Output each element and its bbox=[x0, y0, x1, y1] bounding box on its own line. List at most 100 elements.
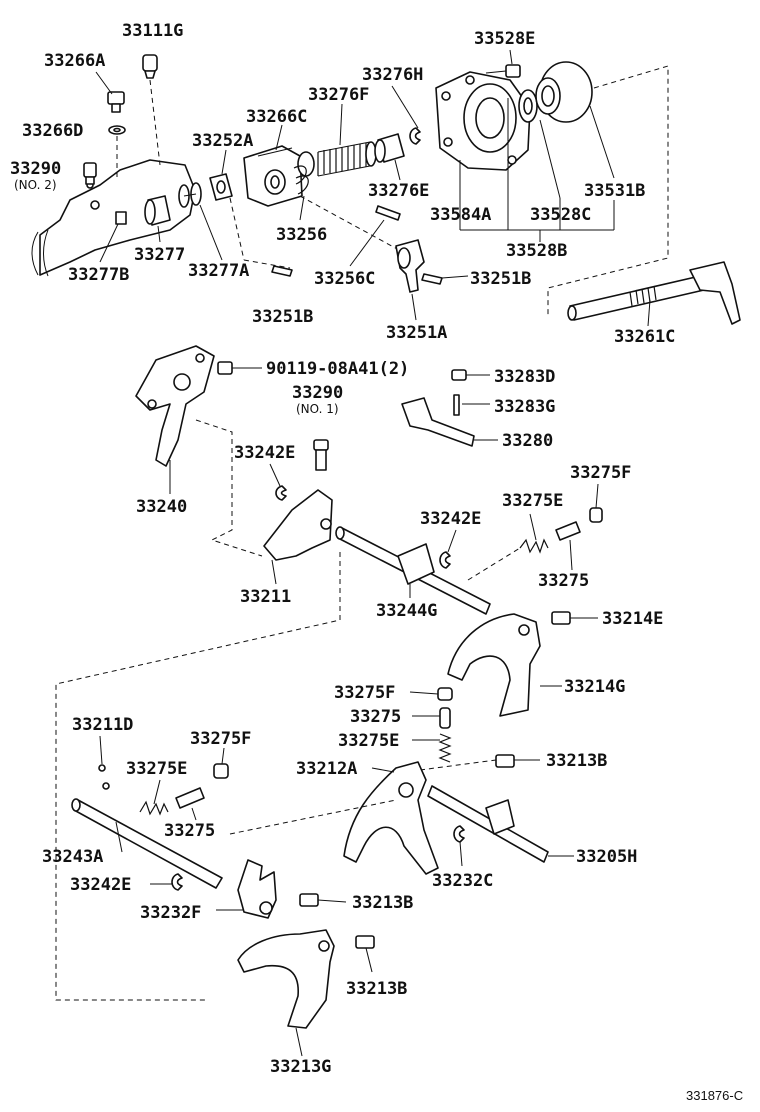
seal-33528C bbox=[518, 89, 561, 199]
clip-33232C bbox=[453, 825, 465, 867]
pin-33283G bbox=[453, 394, 490, 416]
label-33290-no2: 33290 bbox=[10, 159, 61, 179]
lever-33251A bbox=[395, 239, 425, 321]
fork-33213G bbox=[237, 929, 335, 1057]
fork-33214G bbox=[447, 613, 562, 717]
label-33528C: 33528C bbox=[530, 205, 591, 225]
sleeve-33277 bbox=[144, 195, 171, 243]
block-33266C bbox=[243, 124, 303, 207]
head-33211 bbox=[263, 489, 333, 585]
label-33528E: 33528E bbox=[474, 29, 535, 49]
shaft-33243A bbox=[71, 798, 223, 889]
plug-33283D bbox=[451, 369, 490, 381]
label-33213B-top: 33213B bbox=[546, 751, 607, 771]
fork-33212A bbox=[343, 761, 439, 875]
label-33531B: 33531B bbox=[584, 181, 645, 201]
label-33275-mid: 33275 bbox=[350, 707, 401, 727]
label-33212A: 33212A bbox=[296, 759, 357, 779]
pin-33275-b bbox=[412, 707, 451, 729]
label-90119: 90119-08A41(2) bbox=[266, 359, 409, 379]
bolt-90119 bbox=[217, 361, 262, 375]
label-33211: 33211 bbox=[240, 587, 291, 607]
spring-33275E-c bbox=[139, 779, 169, 816]
label-33275E-mid: 33275E bbox=[338, 731, 399, 751]
bolt-33213B-b bbox=[299, 893, 347, 907]
pin-33251B-b bbox=[271, 265, 293, 277]
clip-33276H bbox=[391, 85, 421, 145]
label-33275F-mid: 33275F bbox=[334, 683, 395, 703]
label-33242E-top: 33242E bbox=[234, 443, 295, 463]
label-33256: 33256 bbox=[276, 225, 327, 245]
pin-33275-a bbox=[555, 521, 581, 571]
label-33276E: 33276E bbox=[368, 181, 429, 201]
clip-33277B bbox=[99, 211, 127, 263]
reference-code: 331876-C bbox=[686, 1088, 743, 1103]
shaft-33205H bbox=[427, 785, 574, 863]
label-33213B-mid: 33213B bbox=[352, 893, 413, 913]
label-33243A: 33243A bbox=[42, 847, 103, 867]
head-33232F bbox=[216, 859, 277, 919]
label-33242E-bottom: 33242E bbox=[70, 875, 131, 895]
label-33251B-right: 33251B bbox=[470, 269, 531, 289]
spring-33256 bbox=[293, 165, 309, 221]
label-33213G: 33213G bbox=[270, 1057, 331, 1077]
label-33277B: 33277B bbox=[68, 265, 129, 285]
pin-33275-c bbox=[175, 787, 205, 821]
label-33275E-bottom: 33275E bbox=[126, 759, 187, 779]
label-33242E-mid: 33242E bbox=[420, 509, 481, 529]
label-33251A: 33251A bbox=[386, 323, 447, 343]
label-33276F: 33276F bbox=[308, 85, 369, 105]
label-33211D: 33211D bbox=[72, 715, 133, 735]
bolt-33528E bbox=[485, 49, 521, 78]
label-33266D: 33266D bbox=[22, 121, 83, 141]
label-33266C: 33266C bbox=[246, 107, 307, 127]
clip-33242E-c bbox=[150, 873, 183, 891]
label-33111G: 33111G bbox=[122, 21, 183, 41]
plug-33290-no2 bbox=[83, 162, 97, 185]
plug-33111G bbox=[142, 54, 161, 166]
plug-33290-no1 bbox=[313, 439, 329, 471]
bearing-33531B bbox=[535, 61, 615, 179]
label-33275F-top: 33275F bbox=[570, 463, 631, 483]
label-33275E-top: 33275E bbox=[502, 491, 563, 511]
label-33205H: 33205H bbox=[576, 847, 637, 867]
label-33290-no1: 33290 bbox=[292, 383, 343, 403]
label-33232F: 33232F bbox=[140, 903, 201, 923]
note-33290-no1: (NO. 1) bbox=[296, 402, 339, 416]
note-33290-no2: (NO. 2) bbox=[14, 178, 57, 192]
sleeve-33277A bbox=[178, 182, 223, 261]
bolt-33213B-c bbox=[355, 935, 375, 973]
bolt-33213B-a bbox=[495, 754, 540, 768]
lever-33240 bbox=[135, 345, 215, 494]
label-33214G: 33214G bbox=[564, 677, 625, 697]
bolt-33266A bbox=[95, 71, 125, 113]
plug-33275F-b bbox=[409, 687, 453, 701]
ball-33211D bbox=[98, 735, 110, 790]
plug-33275F-a bbox=[589, 483, 603, 523]
cap-33276E bbox=[374, 133, 405, 181]
washer-33266D bbox=[108, 125, 126, 178]
label-33275-top: 33275 bbox=[538, 571, 589, 591]
clip-33242E-a bbox=[269, 463, 287, 501]
pin-33251B-a bbox=[421, 273, 469, 285]
label-33584A: 33584A bbox=[430, 205, 491, 225]
label-33240: 33240 bbox=[136, 497, 187, 517]
label-33275F-bottom: 33275F bbox=[190, 729, 251, 749]
label-33213B-bottom: 33213B bbox=[346, 979, 407, 999]
shaft-33261C bbox=[567, 261, 741, 327]
label-33244G: 33244G bbox=[376, 601, 437, 621]
label-33251B-left: 33251B bbox=[252, 307, 313, 327]
label-33232C: 33232C bbox=[432, 871, 493, 891]
label-33266A: 33266A bbox=[44, 51, 105, 71]
cover-33584A bbox=[435, 71, 531, 230]
shaft-33280 bbox=[401, 397, 498, 447]
label-33280: 33280 bbox=[502, 431, 553, 451]
shaft-33244G bbox=[335, 526, 491, 615]
pin-33256C bbox=[349, 205, 401, 267]
ring-33252A bbox=[209, 149, 233, 201]
plug-33275F-c bbox=[213, 747, 229, 779]
label-33275-bottom: 33275 bbox=[164, 821, 215, 841]
label-33261C: 33261C bbox=[614, 327, 675, 347]
label-33256C: 33256C bbox=[314, 269, 375, 289]
